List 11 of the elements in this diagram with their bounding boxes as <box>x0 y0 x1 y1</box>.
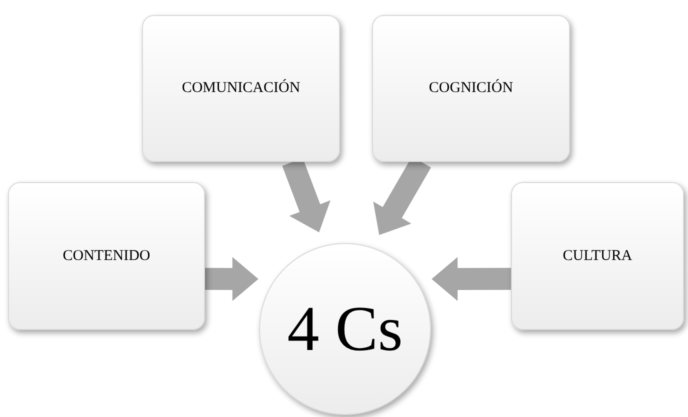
box-label: COGNICIÓN <box>428 78 514 98</box>
block-arrow <box>432 257 511 301</box>
box-label: CULTURA <box>562 246 632 266</box>
block-arrow <box>205 257 258 301</box>
rounded-box <box>142 15 340 162</box>
circle-title: 4 Cs <box>287 297 403 361</box>
rounded-box <box>8 182 205 330</box>
box-label: CONTENIDO <box>62 246 150 266</box>
rounded-box <box>511 182 684 330</box>
rounded-box <box>372 15 570 162</box>
box-label: COMUNICACIÓN <box>182 78 300 98</box>
